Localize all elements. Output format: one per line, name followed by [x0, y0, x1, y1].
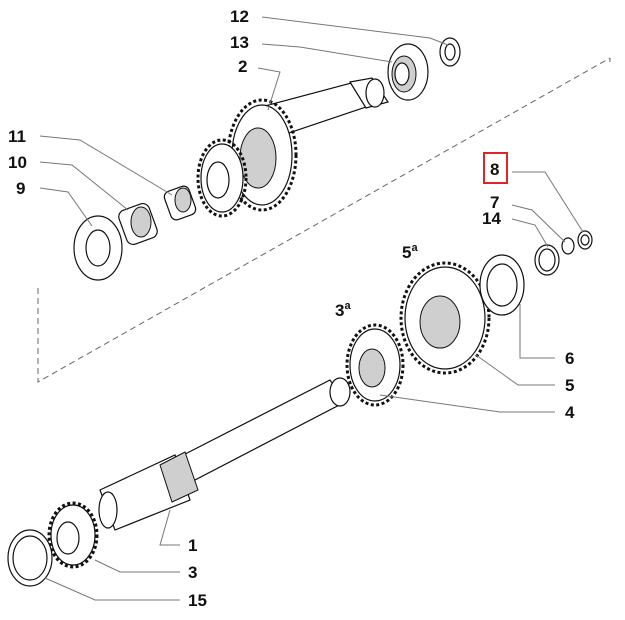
- bearing-part-13: [387, 43, 429, 101]
- label-part-15: 15: [188, 591, 207, 610]
- label-part-3a: 3a: [335, 300, 351, 320]
- highlight-box-part-8: [483, 152, 508, 184]
- needle-bearing-part-10: [118, 202, 158, 246]
- ring-part-14: [534, 244, 560, 276]
- label-part-11: 11: [8, 127, 26, 146]
- washer-part-6: [479, 254, 525, 316]
- label-part-2: 2: [238, 57, 247, 76]
- ring-part-15: [7, 529, 53, 587]
- ring-part-8: [577, 230, 593, 250]
- washer-part-9: [73, 215, 123, 281]
- bearing-part-3: [47, 501, 99, 569]
- label-part-6: 6: [565, 349, 574, 368]
- label-part-14: 14: [482, 209, 501, 228]
- label-part-4: 4: [565, 403, 575, 422]
- ring-part-12: [439, 37, 461, 67]
- label-part-13: 13: [230, 33, 249, 52]
- small-gear-upper: [196, 138, 248, 218]
- label-part-5: 5: [565, 376, 574, 395]
- label-part-3: 3: [188, 563, 197, 582]
- large-gear-upper: [226, 98, 298, 212]
- upper-shaft-part-2: [196, 77, 389, 218]
- label-part-8: 8: [490, 160, 499, 179]
- label-part-10: 10: [8, 153, 27, 172]
- lower-shaft-part-1: [98, 377, 351, 531]
- gear-part-3a: [345, 323, 405, 407]
- label-part-5a: 5a: [402, 242, 418, 262]
- label-part-1: 1: [188, 536, 197, 555]
- label-part-9: 9: [16, 179, 25, 198]
- label-part-7: 7: [490, 193, 499, 212]
- gear-part-5a: [399, 261, 491, 375]
- label-part-12: 12: [230, 7, 249, 26]
- leader-lines: [39, 16, 584, 601]
- needle-bearing-part-11: [163, 185, 197, 221]
- dashed-boundary: [37, 57, 611, 383]
